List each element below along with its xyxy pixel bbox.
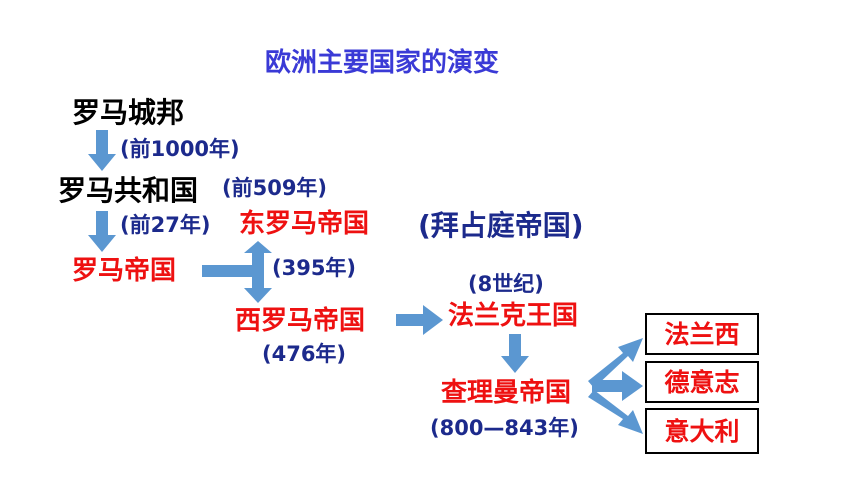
diagram-title: 欧洲主要国家的演变 (265, 48, 500, 78)
node-western-roman-empire: 西罗马帝国 (235, 306, 366, 336)
node-frankish-kingdom: 法兰克王国 (448, 301, 579, 331)
node-charlemagne-empire: 查理曼帝国 (441, 378, 572, 408)
arrow-frankish-to-charlemagne (501, 334, 529, 373)
arrow-charlemagne-to-germany (592, 371, 643, 401)
date-ad395: (395年) (272, 256, 357, 280)
date-c8: (8世纪) (468, 272, 544, 296)
arrow-republic-to-empire (88, 211, 116, 252)
arrow-charlemagne-to-france (588, 338, 643, 388)
date-bc1000: (前1000年) (120, 137, 240, 161)
arrow-charlemagne-to-italy (588, 390, 643, 434)
arrow-city-state-to-republic (88, 130, 116, 171)
node-roman-empire: 罗马帝国 (72, 256, 177, 286)
arrow-western-to-frankish (396, 305, 443, 335)
node-byzantine-empire: (拜占庭帝国) (418, 209, 584, 242)
date-bc509: (前509年) (222, 176, 328, 200)
node-roman-city-state: 罗马城邦 (72, 96, 185, 129)
date-ad476: (476年) (262, 342, 347, 366)
node-italy: 意大利 (645, 408, 759, 454)
arrow-empire-split (202, 241, 272, 303)
date-ad800-843: (800—843年) (430, 416, 579, 440)
node-france: 法兰西 (645, 313, 759, 355)
date-bc27: (前27年) (120, 213, 211, 237)
node-roman-republic: 罗马共和国 (58, 174, 199, 207)
node-eastern-roman-empire: 东罗马帝国 (239, 209, 370, 239)
node-germany: 德意志 (645, 361, 759, 403)
